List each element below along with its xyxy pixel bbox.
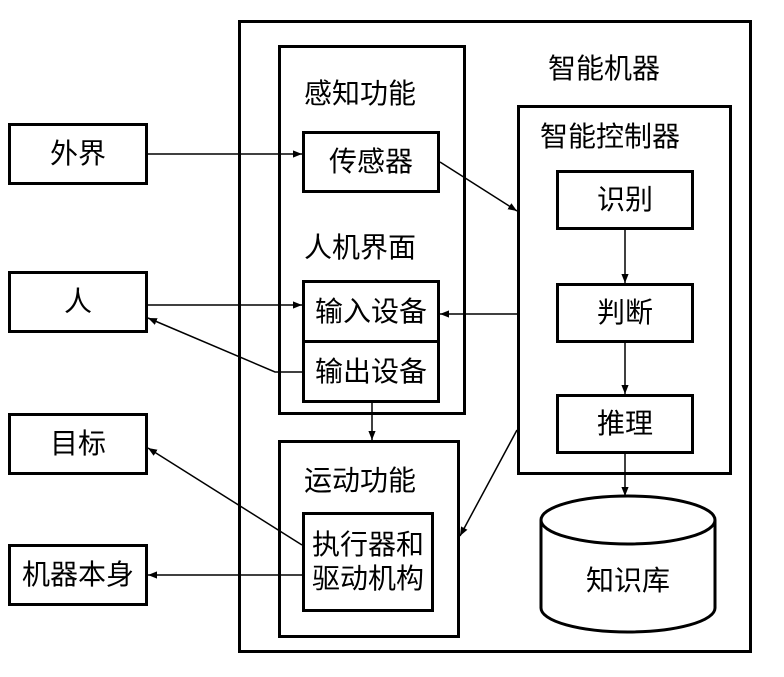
input-device-box: 输入设备: [302, 280, 440, 343]
arrow-actuator-to-target: [147, 447, 303, 546]
reason-box: 推理: [556, 394, 694, 454]
judge-box: 判断: [556, 283, 694, 343]
outside-world-box: 外界: [8, 123, 148, 185]
machine-body-box: 机器本身: [8, 544, 148, 606]
knowledge-base-cylinder: [539, 494, 717, 634]
target-box: 目标: [8, 413, 148, 475]
person-box: 人: [8, 271, 148, 333]
actuator-line1: 执行器和: [311, 528, 424, 562]
actuator-line2: 驱动机构: [311, 562, 424, 595]
actuator-box: 执行器和 驱动机构: [302, 512, 434, 612]
perception-title: 感知功能: [304, 77, 417, 110]
output-device-box: 输出设备: [302, 340, 440, 403]
controller-title: 智能控制器: [540, 120, 681, 153]
arrow-output-to-person: [147, 317, 302, 373]
arrow-sensor-to-controller: [439, 161, 518, 212]
motion-title: 运动功能: [304, 464, 417, 497]
smart-machine-title: 智能机器: [548, 52, 661, 85]
knowledge-base-label: 知识库: [586, 564, 671, 597]
arrow-controller-to-actuator: [459, 429, 518, 537]
hmi-title: 人机界面: [304, 231, 417, 264]
recognize-box: 识别: [556, 170, 694, 230]
sensor-box: 传感器: [302, 131, 440, 193]
